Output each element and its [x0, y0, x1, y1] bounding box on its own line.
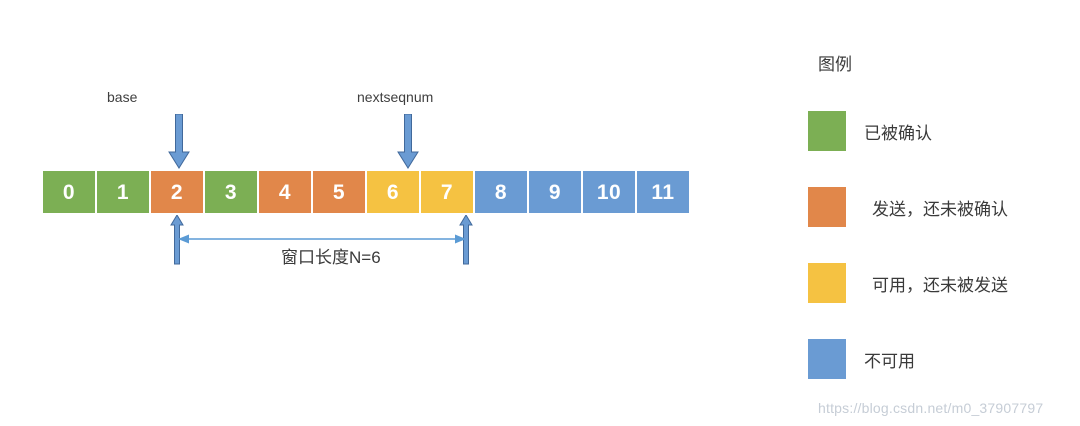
legend-title: 图例	[818, 55, 852, 74]
legend-swatch-unusable	[808, 339, 846, 379]
window-left-boundary-up-arrow-icon	[170, 214, 184, 265]
base-down-arrow-icon	[168, 113, 190, 169]
sequence-number-row: 0 1 2 3 4 5 6 7 8 9 10 11	[42, 170, 690, 214]
watermark-text: https://blog.csdn.net/m0_37907797	[818, 400, 1044, 416]
seq-cell[interactable]: 5	[312, 170, 366, 214]
window-length-measure-arrow-icon	[178, 232, 466, 246]
window-length-label: 窗口长度N=6	[281, 248, 381, 267]
seq-cell[interactable]: 4	[258, 170, 312, 214]
nextseqnum-down-arrow-icon	[397, 113, 419, 169]
seq-cell[interactable]: 0	[42, 170, 96, 214]
legend-swatch-usable	[808, 263, 846, 303]
seq-cell[interactable]: 1	[96, 170, 150, 214]
legend: 图例 已被确认 发送，还未被确认 可用，还未被发送 不可用	[808, 50, 1073, 415]
legend-item-usable: 可用，还未被发送	[808, 263, 1073, 303]
legend-swatch-acked	[808, 111, 846, 151]
seq-cell[interactable]: 7	[420, 170, 474, 214]
legend-label-unusable: 不可用	[864, 351, 915, 371]
pointer-label-base: base	[107, 89, 138, 105]
seq-cell[interactable]: 9	[528, 170, 582, 214]
legend-item-sent: 发送，还未被确认	[808, 187, 1073, 227]
legend-item-unusable: 不可用	[808, 339, 1073, 379]
pointer-label-nextseqnum: nextseqnum	[357, 89, 434, 105]
seq-cell[interactable]: 8	[474, 170, 528, 214]
legend-label-acked: 已被确认	[864, 123, 932, 143]
seq-cell[interactable]: 10	[582, 170, 636, 214]
seq-cell[interactable]: 11	[636, 170, 690, 214]
legend-label-usable: 可用，还未被发送	[872, 275, 1008, 295]
window-right-boundary-up-arrow-icon	[459, 214, 473, 265]
legend-swatch-sent	[808, 187, 846, 227]
seq-cell[interactable]: 2	[150, 170, 204, 214]
seq-cell[interactable]: 3	[204, 170, 258, 214]
seq-cell[interactable]: 6	[366, 170, 420, 214]
legend-label-sent: 发送，还未被确认	[872, 199, 1008, 219]
legend-item-acked: 已被确认	[808, 111, 1073, 151]
